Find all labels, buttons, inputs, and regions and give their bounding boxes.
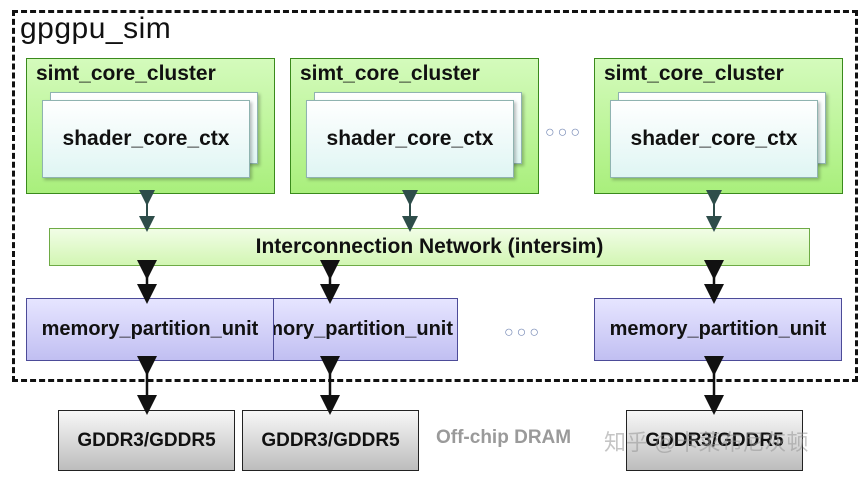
cluster-ellipsis: ○○○ [545,124,583,141]
shader-core-ctx-1: shader_core_ctx [42,100,250,178]
interconnection-network: Interconnection Network (intersim) [49,228,810,266]
diagram-title: gpgpu_sim [20,12,172,45]
gddr-dram-1: GDDR3/GDDR5 [58,410,235,471]
offchip-dram-label: Off-chip DRAM [436,427,572,448]
shader-core-ctx-2: shader_core_ctx [306,100,514,178]
gddr-dram-3: GDDR3/GDDR5 [626,410,803,471]
cluster-label-2: simt_core_cluster [300,62,480,85]
gpgpu-sim-boundary [12,10,858,382]
memory-partition-unit-3: memory_partition_unit [594,298,842,361]
watermark: 知乎 @卡菜布尼灰顿 [604,430,809,455]
shader-core-ctx-3: shader_core_ctx [610,100,818,178]
memory-ellipsis: ○○○ [504,324,542,341]
cluster-label-1: simt_core_cluster [36,62,216,85]
cluster-label-3: simt_core_cluster [604,62,784,85]
gddr-dram-2: GDDR3/GDDR5 [242,410,419,471]
